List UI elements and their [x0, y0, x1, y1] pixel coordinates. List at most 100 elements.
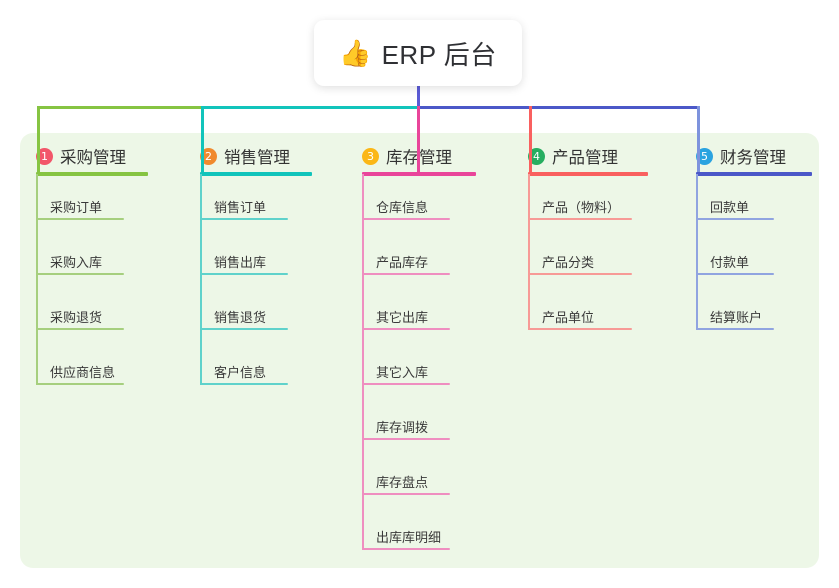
- column-drop-5: [697, 106, 700, 172]
- menu-item-underline: [362, 328, 450, 330]
- menu-item-underline: [362, 438, 450, 440]
- menu-item-label: 库存盘点: [376, 475, 429, 490]
- menu-item[interactable]: 产品分类: [528, 241, 632, 275]
- menu-item-underline: [200, 218, 288, 220]
- menu-item[interactable]: 销售退货: [200, 296, 288, 330]
- menu-item-label: 其它入库: [376, 365, 429, 380]
- menu-item[interactable]: 供应商信息: [36, 351, 124, 385]
- column-badge-icon: 4: [528, 147, 545, 165]
- menu-item-underline: [696, 218, 774, 220]
- root-node[interactable]: 👍 ERP 后台: [314, 20, 522, 86]
- column-underline: [696, 172, 812, 176]
- column-underline: [200, 172, 312, 176]
- menu-item[interactable]: 出库库明细: [362, 516, 450, 550]
- menu-item-underline: [528, 273, 632, 275]
- menu-item-label: 销售订单: [214, 200, 267, 215]
- menu-item[interactable]: 回款单: [696, 186, 774, 220]
- root-node-label: ERP 后台: [381, 39, 497, 70]
- root-stem: [417, 86, 420, 109]
- menu-item-label: 库存调拨: [376, 420, 429, 435]
- column-header-5[interactable]: 5 财务管理: [696, 144, 786, 168]
- column-underline: [362, 172, 476, 176]
- bar-segment-blue: [417, 106, 700, 109]
- menu-item-underline: [36, 273, 124, 275]
- menu-item[interactable]: 采购订单: [36, 186, 124, 220]
- column-drop-1: [37, 106, 40, 172]
- menu-item-label: 付款单: [710, 255, 750, 270]
- menu-item-label: 出库库明细: [376, 530, 442, 545]
- menu-item-label: 其它出库: [376, 310, 429, 325]
- menu-item[interactable]: 结算账户: [696, 296, 774, 330]
- column-drop-3: [417, 106, 420, 172]
- menu-item-label: 销售退货: [214, 310, 267, 325]
- menu-item[interactable]: 客户信息: [200, 351, 288, 385]
- menu-item-underline: [200, 328, 288, 330]
- menu-item-label: 产品单位: [542, 310, 595, 325]
- menu-item-underline: [362, 548, 450, 550]
- menu-item[interactable]: 采购退货: [36, 296, 124, 330]
- menu-item[interactable]: 产品单位: [528, 296, 632, 330]
- menu-item[interactable]: 库存盘点: [362, 461, 450, 495]
- bar-segment-teal: [201, 106, 419, 109]
- menu-item-label: 产品库存: [376, 255, 429, 270]
- menu-item[interactable]: 其它出库: [362, 296, 450, 330]
- column-badge-icon: 5: [696, 147, 713, 165]
- menu-item[interactable]: 销售订单: [200, 186, 288, 220]
- column-drop-2: [201, 106, 204, 172]
- column-spine: [696, 174, 698, 330]
- menu-item-label: 客户信息: [214, 365, 267, 380]
- menu-item-label: 仓库信息: [376, 200, 429, 215]
- menu-item[interactable]: 销售出库: [200, 241, 288, 275]
- column-title: 销售管理: [224, 149, 290, 167]
- bar-segment-green: [37, 106, 203, 109]
- column-spine: [36, 174, 38, 385]
- column-badge-icon: 1: [36, 147, 53, 165]
- column-header-2[interactable]: 2 销售管理: [200, 144, 290, 168]
- menu-item-underline: [362, 218, 450, 220]
- column-badge-icon: 2: [200, 147, 217, 165]
- column-spine: [362, 174, 364, 550]
- column-title: 财务管理: [720, 149, 786, 167]
- column-header-3[interactable]: 3库存管理: [362, 144, 452, 168]
- menu-item-underline: [696, 328, 774, 330]
- menu-item[interactable]: 库存调拨: [362, 406, 450, 440]
- column-header-1[interactable]: 1 采购管理: [36, 144, 126, 168]
- menu-item-underline: [528, 218, 632, 220]
- menu-item[interactable]: 产品库存: [362, 241, 450, 275]
- menu-item[interactable]: 仓库信息: [362, 186, 450, 220]
- column-header-4[interactable]: 4 产品管理: [528, 144, 618, 168]
- menu-item[interactable]: 付款单: [696, 241, 774, 275]
- menu-item-underline: [36, 383, 124, 385]
- column-badge-icon: 3: [362, 147, 379, 165]
- menu-item-label: 采购退货: [50, 310, 103, 325]
- diagram-panel: 1 采购管理采购订单采购入库采购退货供应商信息 2 销售管理销售订单销售出库销售退货客…: [20, 133, 819, 568]
- menu-item-underline: [528, 328, 632, 330]
- column-spine: [200, 174, 202, 385]
- column-title: 产品管理: [552, 149, 618, 167]
- column-underline: [36, 172, 148, 176]
- menu-item-label: 产品（物料）: [542, 200, 621, 215]
- column-drop-4: [529, 106, 532, 172]
- column-underline: [528, 172, 648, 176]
- thumbs-up-icon: 👍: [339, 38, 372, 68]
- menu-item-label: 供应商信息: [50, 365, 116, 380]
- menu-item-label: 采购订单: [50, 200, 103, 215]
- menu-item-underline: [696, 273, 774, 275]
- menu-item-label: 采购入库: [50, 255, 103, 270]
- menu-item-underline: [200, 273, 288, 275]
- menu-item-underline: [36, 328, 124, 330]
- column-title: 采购管理: [60, 149, 126, 167]
- menu-item-underline: [362, 273, 450, 275]
- menu-item-underline: [36, 218, 124, 220]
- menu-item-underline: [200, 383, 288, 385]
- menu-item-label: 产品分类: [542, 255, 595, 270]
- menu-item-label: 回款单: [710, 200, 750, 215]
- menu-item[interactable]: 其它入库: [362, 351, 450, 385]
- menu-item[interactable]: 采购入库: [36, 241, 124, 275]
- menu-item-label: 结算账户: [710, 310, 763, 325]
- column-spine: [528, 174, 530, 330]
- menu-item-underline: [362, 383, 450, 385]
- menu-item[interactable]: 产品（物料）: [528, 186, 632, 220]
- menu-item-underline: [362, 493, 450, 495]
- menu-item-label: 销售出库: [214, 255, 267, 270]
